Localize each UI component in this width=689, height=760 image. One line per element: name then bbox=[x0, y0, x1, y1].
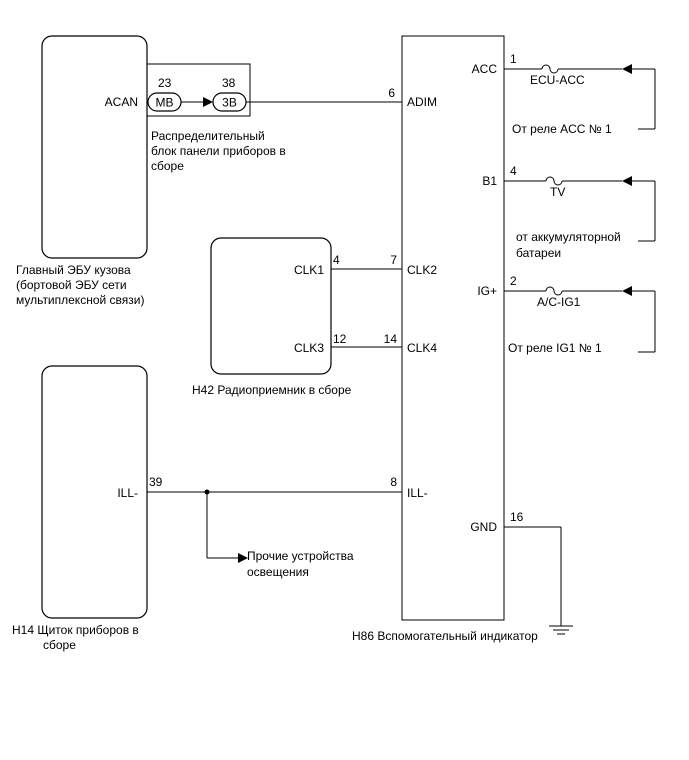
indicator-clk4-label: CLK4 bbox=[407, 341, 437, 355]
junction-arrow-icon bbox=[203, 97, 213, 107]
cluster-label-line-2: сборе bbox=[43, 638, 76, 652]
indicator-ig-label: IG+ bbox=[477, 284, 497, 298]
indicator-label: H86 Вспомогательный индикатор bbox=[352, 629, 538, 643]
junction-pin-23: 23 bbox=[158, 76, 172, 90]
radio-pin-4: 4 bbox=[333, 253, 340, 267]
indicator-box bbox=[401, 35, 505, 621]
source-acc-label: От реле ACC № 1 bbox=[512, 122, 612, 136]
radio-clk1-label: CLK1 bbox=[294, 263, 324, 277]
main-ecu-label-line-3: мультиплексной связи) bbox=[16, 293, 144, 307]
branch-arrow-icon bbox=[238, 553, 248, 563]
acc-fuse-icon bbox=[541, 64, 559, 74]
radio-box bbox=[210, 237, 332, 375]
indicator-ill-label: ILL- bbox=[407, 486, 428, 500]
indicator-pin-14: 14 bbox=[384, 332, 398, 346]
indicator-pin-2: 2 bbox=[510, 274, 517, 288]
other-lighting-line-2: освещения bbox=[247, 565, 309, 579]
junction-pin-38: 38 bbox=[222, 76, 236, 90]
junction-label-line-3: сборе bbox=[151, 159, 184, 173]
acc-arrow-icon bbox=[622, 64, 632, 74]
indicator-pin-8: 8 bbox=[390, 475, 397, 489]
indicator-gnd-label: GND bbox=[470, 520, 497, 534]
main-body-ecu-box bbox=[41, 35, 148, 259]
cluster-label-line-1: H14 Щиток приборов в bbox=[12, 623, 139, 637]
ig-arrow-icon bbox=[622, 286, 632, 296]
radio-clk3-label: CLK3 bbox=[294, 341, 324, 355]
main-ecu-label-line-2: (бортовой ЭБУ сети bbox=[16, 278, 127, 292]
fuse-ecu-acc-label: ECU-ACC bbox=[530, 73, 585, 87]
source-battery-line-1: от аккумуляторной bbox=[516, 230, 621, 244]
acan-pin-label: ACAN bbox=[105, 95, 138, 109]
cluster-pin-39: 39 bbox=[149, 475, 163, 489]
main-ecu-label-line-1: Главный ЭБУ кузова bbox=[16, 263, 131, 277]
b1-arrow-icon bbox=[622, 176, 632, 186]
indicator-adim-label: ADIM bbox=[407, 95, 437, 109]
indicator-pin-4: 4 bbox=[510, 164, 517, 178]
cluster-ill-label: ILL- bbox=[117, 486, 138, 500]
other-lighting-line-1: Прочие устройства bbox=[247, 549, 354, 563]
indicator-acc-label: ACC bbox=[472, 62, 498, 76]
radio-pin-12: 12 bbox=[333, 332, 347, 346]
ig-fuse-icon bbox=[545, 286, 563, 296]
indicator-clk2-label: CLK2 bbox=[407, 263, 437, 277]
connector-mb-label: MB bbox=[156, 96, 174, 110]
junction-label-line-1: Распределительный bbox=[151, 129, 265, 143]
junction-label-line-2: блок панели приборов в bbox=[151, 144, 286, 158]
connector-3b-label: 3B bbox=[222, 96, 237, 110]
indicator-pin-1: 1 bbox=[510, 52, 517, 66]
junction-block-box bbox=[146, 63, 251, 117]
indicator-b1-label: B1 bbox=[482, 174, 497, 188]
source-ig-label: От реле IG1 № 1 bbox=[508, 341, 602, 355]
radio-label: H42 Радиоприемник в сборе bbox=[192, 383, 352, 397]
fuse-ac-ig1-label: A/C-IG1 bbox=[537, 295, 581, 309]
indicator-pin-7: 7 bbox=[390, 253, 397, 267]
adim-pin-number: 6 bbox=[388, 86, 395, 100]
fuse-tv-label: TV bbox=[550, 185, 565, 199]
tv-fuse-icon bbox=[545, 176, 563, 186]
indicator-pin-16: 16 bbox=[510, 510, 524, 524]
source-battery-line-2: батареи bbox=[516, 246, 561, 260]
